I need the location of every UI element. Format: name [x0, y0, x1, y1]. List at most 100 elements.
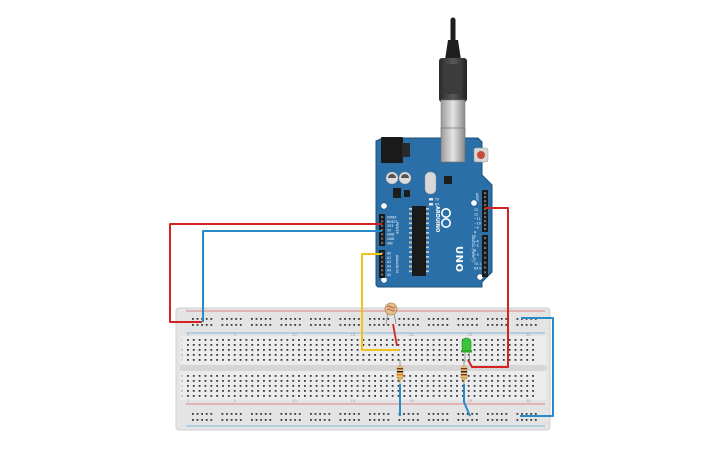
breadboard-hole[interactable]: [532, 344, 534, 346]
breadboard-hole[interactable]: [339, 318, 342, 320]
breadboard-hole[interactable]: [461, 390, 464, 392]
breadboard-hole[interactable]: [230, 318, 233, 320]
breadboard-hole[interactable]: [321, 354, 324, 356]
breadboard-hole[interactable]: [204, 385, 207, 387]
breadboard-hole[interactable]: [368, 395, 371, 397]
breadboard-hole[interactable]: [268, 344, 271, 346]
breadboard-hole[interactable]: [368, 390, 371, 392]
breadboard-hole[interactable]: [382, 324, 385, 326]
breadboard-hole[interactable]: [187, 385, 189, 387]
breadboard-hole[interactable]: [403, 385, 406, 387]
breadboard-hole[interactable]: [532, 380, 534, 382]
breadboard-hole[interactable]: [292, 339, 295, 341]
breadboard-hole[interactable]: [333, 390, 336, 392]
breadboard-hole[interactable]: [321, 380, 324, 382]
breadboard-hole[interactable]: [397, 359, 400, 361]
breadboard-hole[interactable]: [471, 318, 474, 320]
breadboard-hole[interactable]: [520, 395, 523, 397]
breadboard-hole[interactable]: [327, 380, 330, 382]
breadboard-hole[interactable]: [514, 395, 517, 397]
breadboard-hole[interactable]: [204, 349, 207, 351]
breadboard-hole[interactable]: [362, 380, 365, 382]
breadboard-hole[interactable]: [192, 395, 195, 397]
breadboard-hole[interactable]: [432, 324, 435, 326]
breadboard-hole[interactable]: [526, 359, 529, 361]
breadboard-hole[interactable]: [309, 380, 312, 382]
header-pin[interactable]: [484, 271, 487, 274]
breadboard-hole[interactable]: [520, 385, 523, 387]
breadboard-hole[interactable]: [350, 354, 353, 356]
breadboard-hole[interactable]: [491, 395, 493, 397]
breadboard-hole[interactable]: [327, 359, 330, 361]
breadboard-hole[interactable]: [357, 318, 360, 320]
breadboard-hole[interactable]: [263, 385, 265, 387]
breadboard-hole[interactable]: [263, 349, 265, 351]
breadboard-hole[interactable]: [525, 413, 528, 415]
breadboard-hole[interactable]: [204, 395, 207, 397]
breadboard-hole[interactable]: [245, 354, 248, 356]
breadboard-hole[interactable]: [227, 385, 230, 387]
breadboard-hole[interactable]: [487, 318, 489, 320]
breadboard-hole[interactable]: [298, 359, 300, 361]
breadboard-hole[interactable]: [204, 354, 207, 356]
breadboard-hole[interactable]: [426, 390, 429, 392]
breadboard-hole[interactable]: [245, 375, 248, 377]
breadboard-hole[interactable]: [467, 380, 470, 382]
breadboard-hole[interactable]: [369, 413, 371, 415]
breadboard-hole[interactable]: [204, 339, 207, 341]
breadboard-hole[interactable]: [251, 375, 254, 377]
breadboard-hole[interactable]: [380, 375, 382, 377]
breadboard-hole[interactable]: [356, 354, 359, 356]
header-pin[interactable]: [381, 237, 384, 240]
breadboard-hole[interactable]: [298, 324, 301, 326]
breadboard-hole[interactable]: [216, 390, 219, 392]
breadboard-hole[interactable]: [239, 324, 242, 326]
breadboard-hole[interactable]: [286, 385, 289, 387]
breadboard-hole[interactable]: [387, 318, 390, 320]
breadboard-hole[interactable]: [421, 385, 423, 387]
breadboard-hole[interactable]: [344, 390, 347, 392]
breadboard-hole[interactable]: [222, 349, 224, 351]
breadboard-hole[interactable]: [216, 385, 219, 387]
breadboard-hole[interactable]: [315, 339, 318, 341]
breadboard-hole[interactable]: [350, 339, 353, 341]
breadboard-hole[interactable]: [426, 344, 429, 346]
breadboard-hole[interactable]: [339, 380, 341, 382]
breadboard-hole[interactable]: [350, 395, 353, 397]
breadboard-hole[interactable]: [415, 395, 417, 397]
breadboard-hole[interactable]: [356, 385, 359, 387]
breadboard-hole[interactable]: [239, 339, 242, 341]
breadboard-hole[interactable]: [260, 318, 262, 320]
breadboard-hole[interactable]: [368, 385, 371, 387]
breadboard-hole[interactable]: [491, 375, 493, 377]
breadboard-hole[interactable]: [286, 395, 289, 397]
breadboard-hole[interactable]: [315, 385, 318, 387]
breadboard-hole[interactable]: [403, 375, 406, 377]
breadboard-hole[interactable]: [369, 318, 371, 320]
breadboard-hole[interactable]: [350, 344, 353, 346]
breadboard-hole[interactable]: [432, 413, 435, 415]
breadboard-hole[interactable]: [479, 385, 482, 387]
breadboard-hole[interactable]: [446, 318, 449, 320]
breadboard-hole[interactable]: [344, 324, 346, 326]
breadboard-hole[interactable]: [380, 339, 382, 341]
breadboard-hole[interactable]: [204, 375, 207, 377]
breadboard-hole[interactable]: [432, 380, 435, 382]
breadboard-hole[interactable]: [497, 385, 499, 387]
breadboard-hole[interactable]: [245, 390, 248, 392]
breadboard-hole[interactable]: [187, 349, 189, 351]
breadboard-hole[interactable]: [514, 344, 517, 346]
breadboard-hole[interactable]: [466, 413, 469, 415]
breadboard-hole[interactable]: [382, 419, 385, 421]
breadboard-hole[interactable]: [479, 349, 482, 351]
breadboard-hole[interactable]: [292, 385, 295, 387]
breadboard-hole[interactable]: [274, 385, 277, 387]
breadboard-hole[interactable]: [391, 380, 394, 382]
breadboard-hole[interactable]: [373, 419, 376, 421]
breadboard-hole[interactable]: [385, 344, 388, 346]
breadboard-hole[interactable]: [457, 419, 460, 421]
breadboard-hole[interactable]: [333, 359, 336, 361]
breadboard-hole[interactable]: [298, 413, 301, 415]
breadboard-hole[interactable]: [432, 349, 435, 351]
breadboard-hole[interactable]: [415, 385, 417, 387]
